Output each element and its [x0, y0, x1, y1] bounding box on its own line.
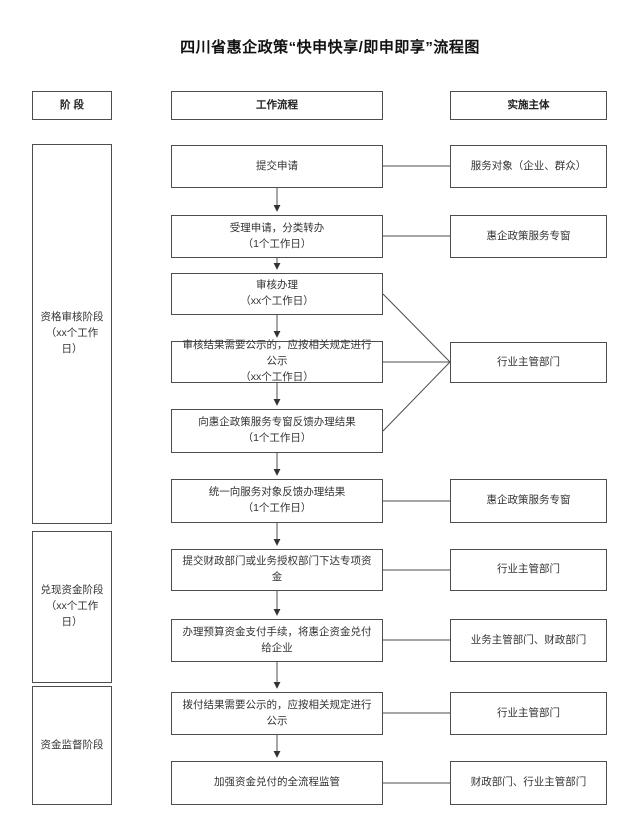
entity-business-finance-depts: 业务主管部门、财政部门: [450, 619, 607, 662]
entity-service-targets: 服务对象（企业、群众）: [450, 145, 607, 188]
step-submit-application: 提交申请: [171, 145, 383, 188]
stage-qualification-review: 资格审核阶段 （xx个工作日）: [32, 144, 112, 524]
page-title: 四川省惠企政策“快申快享/即申即享”流程图: [180, 39, 480, 56]
entity-finance-industry-depts: 财政部门、行业主管部门: [450, 761, 607, 805]
step-budget-payment-to-enterprise: 办理预算资金支付手续，将惠企资金兑付给企业: [171, 619, 383, 662]
entity-industry-authority-3: 行业主管部门: [450, 692, 607, 735]
column-header-entity: 实施主体: [450, 91, 607, 120]
step-payment-publicity: 拨付结果需要公示的，应按相关规定进行公示: [171, 692, 383, 735]
column-header-process: 工作流程: [171, 91, 383, 120]
entity-industry-authority-2: 行业主管部门: [450, 549, 607, 591]
step-review-publicity: 审核结果需要公示的，应按相关规定进行公示 （xx个工作日）: [171, 339, 383, 383]
entity-policy-service-window-2: 惠企政策服务专窗: [450, 479, 607, 523]
merge-diagonal-bottom: [382, 361, 451, 432]
entity-links: [383, 165, 450, 784]
stage-fund-cashing: 兑现资金阶段 （xx个工作日）: [32, 531, 112, 683]
step-accept-and-dispatch: 受理申请，分类转办 （1个工作日）: [171, 215, 383, 258]
step-unified-feedback-to-applicant: 统一向服务对象反馈办理结果 （1个工作日）: [171, 479, 383, 523]
merge-diagonal-top: [382, 293, 451, 363]
entity-policy-service-window: 惠企政策服务专窗: [450, 215, 607, 258]
step-whole-process-supervision: 加强资金兑付的全流程监管: [171, 761, 383, 805]
merge-diagonals: [382, 293, 451, 432]
entity-industry-authority: 行业主管部门: [450, 342, 607, 383]
step-review-processing: 审核办理 （xx个工作日）: [171, 273, 383, 315]
step-feedback-to-service-window: 向惠企政策服务专窗反馈办理结果 （1个工作日）: [171, 409, 383, 453]
column-header-stage: 阶 段: [32, 91, 112, 120]
step-issue-special-funds: 提交财政部门或业务授权部门下达专项资金: [171, 549, 383, 591]
stage-fund-supervision: 资金监督阶段: [32, 686, 112, 805]
